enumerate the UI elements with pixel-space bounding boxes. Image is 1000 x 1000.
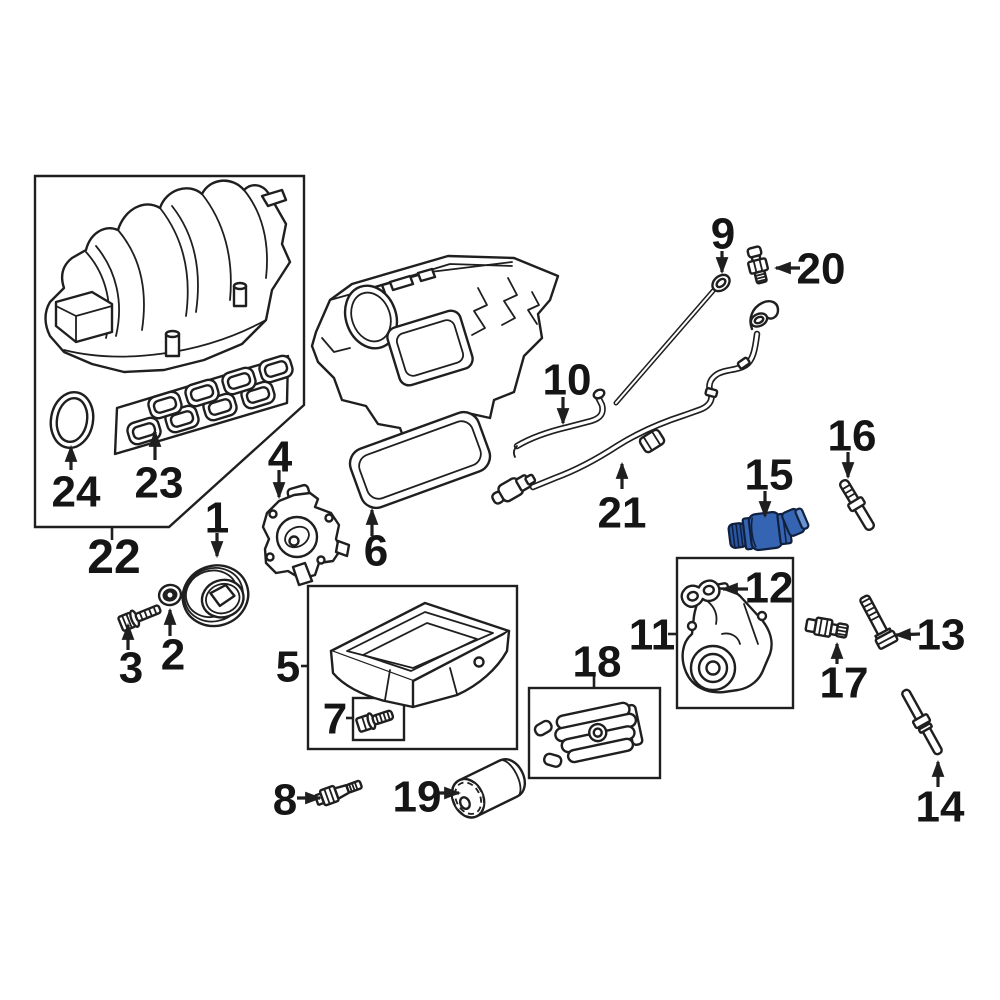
callout-2: 2 [161, 630, 185, 679]
callout-17: 17 [820, 658, 869, 707]
oil-filter-adapter-drawing [681, 582, 773, 694]
callout-24: 24 [52, 467, 101, 516]
oil-pump-drawing [261, 483, 351, 587]
arrow-to-part-13 [893, 628, 921, 641]
sensor-20-drawing [746, 245, 769, 285]
group-box-22 [33, 174, 306, 529]
stud-16-drawing [839, 478, 875, 532]
callout-19: 19 [393, 772, 442, 821]
callout-12: 12 [745, 563, 794, 612]
callout-8: 8 [273, 775, 297, 824]
callout-6: 6 [364, 526, 388, 575]
dipstick-tube-lower-drawing [491, 330, 761, 505]
intake-gasket-plate-drawing [113, 352, 296, 456]
pulley-washer-drawing [157, 583, 183, 607]
callout-1: 1 [205, 493, 229, 542]
callout-14: 14 [916, 782, 965, 831]
intake-manifold-drawing [44, 179, 292, 374]
callout-5: 5 [276, 642, 300, 691]
box-oil-pan-5 [306, 584, 519, 751]
o-ring-drawing [49, 390, 95, 450]
callout-20: 20 [797, 244, 846, 293]
oil-pan-gasket-drawing [348, 410, 492, 510]
callout-23: 23 [135, 458, 184, 507]
callout-22: 22 [87, 531, 140, 584]
callout-15: 15 [745, 450, 794, 499]
stud-14-drawing [901, 688, 943, 756]
tube-end-sensor [491, 473, 537, 505]
adapter-gasket-drawing [680, 579, 721, 608]
tube-elbow-drawing [749, 300, 780, 331]
oil-pan-drawing [329, 601, 511, 709]
callout-7: 7 [323, 694, 347, 743]
callout-21: 21 [598, 488, 647, 537]
oil-cooler-drawing [533, 701, 644, 768]
engine-block-drawing [310, 254, 560, 474]
dipstick-tube-upper-drawing [513, 388, 606, 458]
highlighted-part-15-oil-pressure-sensor [727, 507, 810, 552]
callout-4: 4 [268, 432, 293, 481]
pan-bolt-drawing [355, 709, 395, 733]
dipstick-drawing [613, 273, 731, 406]
callout-3: 3 [119, 643, 143, 692]
callout-10: 10 [543, 355, 592, 404]
crankshaft-pulley-drawing [181, 564, 250, 628]
sensor-17-drawing [804, 616, 849, 639]
callout-11: 11 [629, 610, 676, 659]
callout-18: 18 [573, 637, 622, 686]
bolt-13-drawing [859, 594, 899, 650]
callout-9: 9 [711, 209, 735, 258]
callout-16: 16 [828, 411, 877, 460]
callout-13: 13 [917, 610, 966, 659]
